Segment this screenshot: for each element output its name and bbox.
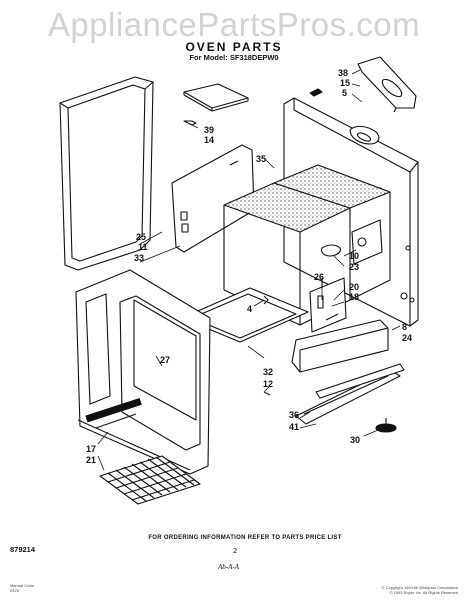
callout-20: 20 [349,282,359,292]
hinge-handle [85,398,142,429]
lower-rail [315,363,405,399]
callout-25: 25 [136,232,146,242]
copyright-block: © Copyright 1994 All Whirlpool Corporati… [288,585,458,595]
callout-24: 24 [402,333,412,343]
manual-code-block: Manual Code 0376 [10,583,34,593]
lower-trim [291,319,389,373]
door-outer-panel [59,76,154,271]
callout-32: 32 [263,367,273,377]
back-panel [283,97,419,327]
callout-17: 17 [86,444,96,454]
manual-code-line-2: 0376 [10,588,19,593]
ordering-note: FOR ORDERING INFORMATION REFER TO PARTS … [148,535,342,541]
oven-rack [99,455,201,505]
copyright-line-2: © 1993 Roper Inc. All Rights Reserved [389,590,458,595]
callout-5: 5 [342,88,347,98]
callout-18: 18 [349,292,359,302]
callout-33: 33 [134,253,144,263]
callout-27: 27 [160,355,170,365]
leveling-leg [375,418,397,433]
copyright-line-1: © Copyright 1994 All Whirlpool Corporati… [381,585,458,590]
callout-23: 23 [349,262,359,272]
page-number: 2 [233,546,238,555]
top-plate [183,83,249,112]
manual-code-line-1: Manual Code [10,583,34,588]
handwritten-mark: Ab-A-A [218,563,239,571]
callout-41: 41 [289,422,299,432]
callout-11: 11 [138,242,148,252]
oven-bottom-panel [181,287,309,343]
callout-39: 39 [204,125,214,135]
vent-shield [357,56,417,113]
callout-26: 26 [314,272,324,282]
callout-15: 15 [340,78,350,88]
small-clip-39 [183,120,197,126]
callout-10: 10 [349,251,359,261]
diagram-title: OVEN PARTS [185,40,283,54]
door-glass [133,299,197,421]
callout-38: 38 [338,68,348,78]
bake-element [295,369,401,425]
callout-12: 12 [263,379,273,389]
callout-35: 35 [256,154,266,164]
document-number: 879214 [10,545,36,554]
callout-4: 4 [247,304,252,314]
callout-30: 30 [350,435,360,445]
watermark: AppliancePartsPros.com [47,6,421,43]
callout-8: 8 [402,322,407,332]
screw-12 [263,391,271,396]
clip-38 [309,88,323,97]
callout-36: 36 [289,410,299,420]
callout-21: 21 [86,455,96,465]
callout-14: 14 [204,135,214,145]
model-subtitle: For Model: SF318DEPW0 [189,53,279,62]
